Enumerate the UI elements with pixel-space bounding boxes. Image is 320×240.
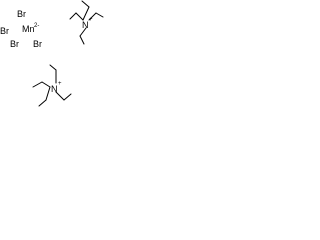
- bond: [63, 93, 72, 101]
- bromine-atom-bottom-right: Br: [33, 39, 42, 49]
- bond: [49, 64, 57, 71]
- bond: [38, 99, 47, 107]
- nitrogen-charge-top: +: [89, 17, 93, 23]
- bond: [41, 81, 51, 88]
- bromine-atom-left: Br: [0, 26, 9, 36]
- bond: [81, 0, 90, 8]
- manganese-atom: Mn: [22, 24, 35, 34]
- nitrogen-atom-top: N: [82, 20, 89, 30]
- nitrogen-charge-bottom: +: [58, 81, 62, 87]
- bond: [45, 86, 51, 101]
- bromine-atom-top: Br: [17, 9, 26, 19]
- tetrabromomanganate-anion: Br Br Mn 2- Br Br: [0, 9, 42, 49]
- nitrogen-atom-bottom: N: [51, 84, 58, 94]
- bond: [79, 27, 87, 37]
- tetraethylammonium-cation-top: N +: [69, 0, 104, 45]
- bond: [82, 6, 90, 21]
- manganese-charge: 2-: [34, 23, 39, 29]
- bond: [55, 91, 65, 101]
- chemical-structure: Br Br Mn 2- Br Br N + N +: [0, 0, 104, 107]
- bond: [79, 35, 85, 45]
- bromine-atom-bottom-left: Br: [10, 39, 19, 49]
- bond: [32, 81, 43, 88]
- bond: [75, 12, 84, 21]
- tetraethylammonium-cation-bottom: N +: [32, 64, 72, 107]
- bond: [95, 12, 104, 18]
- bond: [69, 12, 77, 20]
- bond: [88, 12, 97, 21]
